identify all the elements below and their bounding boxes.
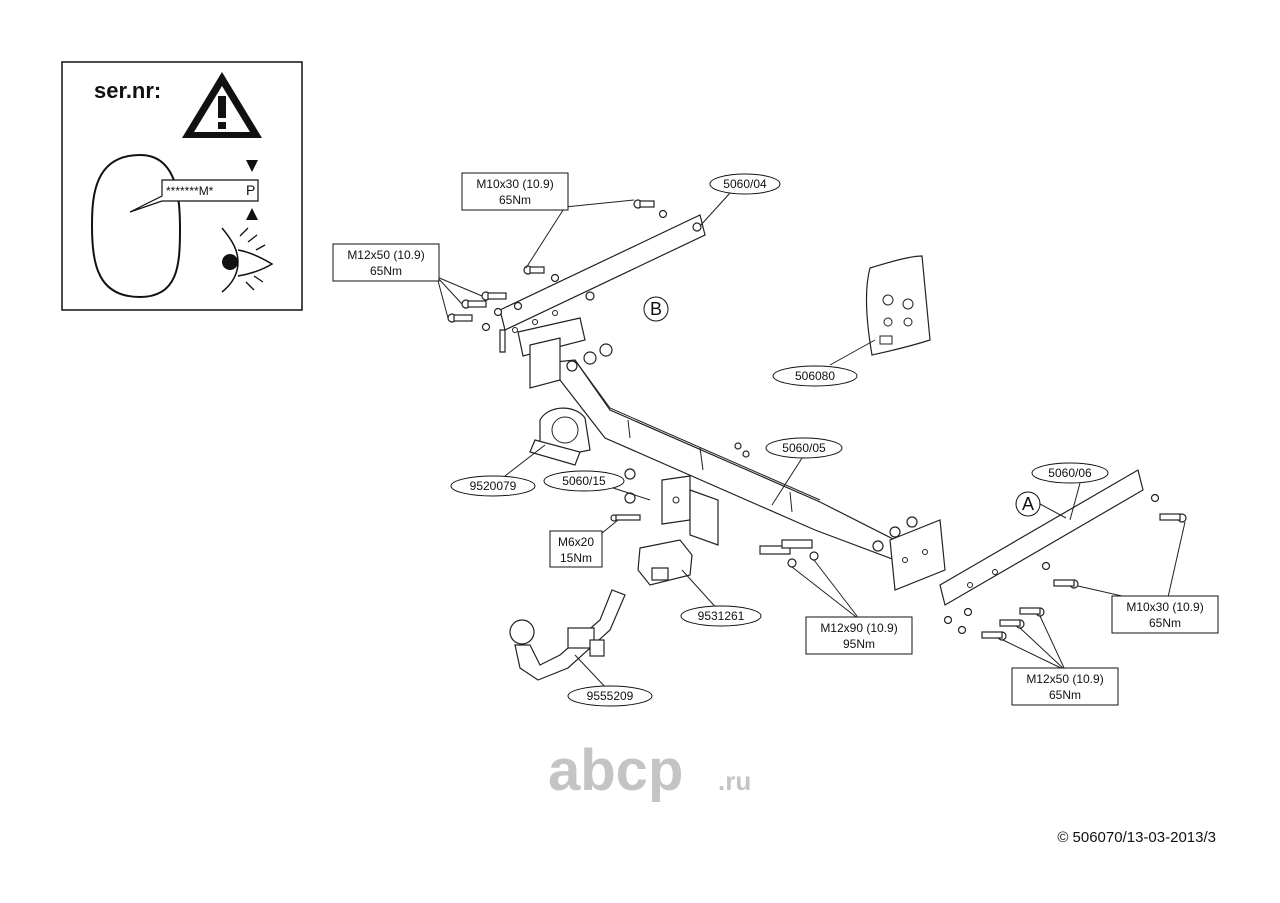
svg-text:M6x20: M6x20	[558, 535, 594, 549]
svg-text:9531261: 9531261	[698, 609, 745, 623]
svg-text:A: A	[1022, 494, 1034, 514]
svg-text:65Nm: 65Nm	[370, 264, 402, 278]
svg-text:65Nm: 65Nm	[1049, 688, 1081, 702]
electrical-module	[637, 539, 693, 586]
bolt-bag	[865, 255, 931, 356]
arrow-down-icon	[246, 160, 258, 172]
label-m12x90: M12x90 (10.9) 95Nm	[805, 616, 913, 655]
svg-text:M12x50 (10.9): M12x50 (10.9)	[347, 248, 424, 262]
arrow-up-icon	[246, 208, 258, 220]
svg-text:B: B	[650, 299, 662, 319]
part-506006: 5060/06	[1031, 462, 1109, 484]
serial-plate	[129, 179, 259, 213]
watermark-logo: abcp .ru	[548, 738, 751, 803]
svg-text:M10x30 (10.9): M10x30 (10.9)	[1126, 600, 1203, 614]
bracket-b	[499, 214, 706, 389]
bolts	[447, 199, 1187, 641]
svg-text:5060/15: 5060/15	[562, 474, 606, 488]
mounting-plate	[661, 475, 719, 546]
label-m10-top: M10x30 (10.9) 65Nm	[461, 172, 569, 211]
label-m12-bottom: M12x50 (10.9) 65Nm	[1011, 667, 1119, 706]
marker-b: B	[643, 296, 669, 322]
serial-title: ser.nr:	[94, 78, 161, 103]
marker-a: A	[1015, 491, 1041, 517]
copyright-text: © 506070/13-03-2013/3	[1057, 829, 1216, 846]
part-9520079: 9520079	[450, 475, 536, 497]
svg-text:abcp: abcp	[548, 738, 683, 803]
serial-plate-letter: P	[246, 182, 255, 198]
leader-lines	[436, 192, 1186, 691]
svg-text:65Nm: 65Nm	[499, 193, 531, 207]
svg-text:95Nm: 95Nm	[843, 637, 875, 651]
part-506080: 506080	[772, 365, 858, 387]
label-m12-top: M12x50 (10.9) 65Nm	[332, 243, 440, 282]
part-9555209: 9555209	[567, 685, 653, 707]
towball	[509, 589, 626, 681]
svg-text:M12x90 (10.9): M12x90 (10.9)	[820, 621, 897, 635]
svg-text:9520079: 9520079	[470, 479, 517, 493]
svg-text:15Nm: 15Nm	[560, 551, 592, 565]
svg-text:65Nm: 65Nm	[1149, 616, 1181, 630]
eye-icon	[221, 227, 274, 293]
part-506005: 5060/05	[765, 437, 843, 459]
part-9531261: 9531261	[680, 605, 762, 627]
serial-plate-text: *******M*	[166, 184, 214, 198]
bracket-a	[889, 469, 1144, 606]
label-m6: M6x20 15Nm	[549, 530, 603, 568]
svg-text:M12x50 (10.9): M12x50 (10.9)	[1026, 672, 1103, 686]
svg-text:.ru: .ru	[718, 766, 751, 796]
part-506004: 5060/04	[709, 173, 781, 195]
svg-text:9555209: 9555209	[587, 689, 634, 703]
svg-text:506080: 506080	[795, 369, 835, 383]
serial-number-box: ser.nr: *******M* P	[61, 61, 303, 311]
part-506015: 5060/15	[543, 470, 625, 492]
socket-bracket	[529, 407, 591, 466]
label-m10-right: M10x30 (10.9) 65Nm	[1111, 595, 1219, 634]
svg-text:M10x30 (10.9): M10x30 (10.9)	[476, 177, 553, 191]
svg-text:5060/05: 5060/05	[782, 441, 826, 455]
svg-text:5060/04: 5060/04	[723, 177, 767, 191]
svg-text:5060/06: 5060/06	[1048, 466, 1092, 480]
warning-icon	[182, 72, 262, 138]
